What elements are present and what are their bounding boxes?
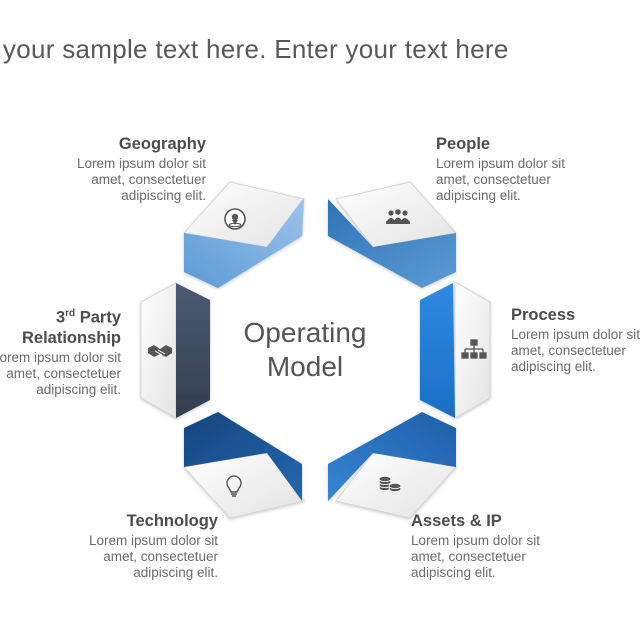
label-assets: Assets & IP Lorem ipsum dolor sit amet, …: [411, 511, 611, 581]
desc-assets: Lorem ipsum dolor sit amet, consectetuer…: [411, 533, 611, 581]
desc-people: Lorem ipsum dolor sit amet, consectetuer…: [436, 156, 626, 204]
desc-process: Lorem ipsum dolor sit amet, consectetuer…: [511, 327, 640, 375]
title-third-party: 3rd Party: [0, 304, 121, 328]
desc-line: Lorem ipsum dolor sit: [511, 327, 640, 342]
desc-line: amet, consectetuer: [411, 549, 526, 564]
globe-pin-icon: [224, 208, 246, 230]
title-assets: Assets & IP: [411, 512, 502, 530]
desc-line: adipiscing elit.: [411, 565, 496, 580]
desc-line: amet, consectetuer: [103, 549, 218, 564]
label-technology: Technology Lorem ipsum dolor sit amet, c…: [40, 511, 218, 581]
center-title: Operating Model: [220, 316, 390, 384]
center-title-line1: Operating: [243, 317, 367, 348]
desc-line: adipiscing elit.: [121, 188, 206, 203]
center-title-line2: Model: [266, 351, 344, 382]
title-third-party-line2: Relationship: [21, 328, 121, 347]
desc-third-party: Lorem ipsum dolor sit amet, consectetuer…: [0, 350, 121, 398]
desc-geography: Lorem ipsum dolor sit amet, consectetuer…: [40, 156, 206, 204]
desc-line: Lorem ipsum dolor sit: [88, 533, 218, 548]
title-geography: Geography: [118, 135, 206, 153]
label-geography: Geography Lorem ipsum dolor sit amet, co…: [40, 134, 206, 204]
segment-process[interactable]: [420, 281, 491, 419]
handshake-icon: [148, 345, 172, 357]
desc-line: adipiscing elit.: [511, 359, 596, 374]
title-people: People: [436, 135, 491, 153]
title-process: Process: [511, 306, 576, 324]
desc-line: amet, consectetuer: [436, 172, 551, 187]
label-people: People Lorem ipsum dolor sit amet, conse…: [436, 134, 626, 204]
desc-line: adipiscing elit.: [436, 188, 521, 203]
desc-technology: Lorem ipsum dolor sit amet, consectetuer…: [40, 533, 218, 581]
coins-icon: [378, 476, 402, 492]
desc-line: Lorem ipsum dolor sit: [76, 156, 206, 171]
title-technology: Technology: [126, 512, 218, 530]
org-chart-icon: [461, 339, 487, 359]
desc-line: Lorem ipsum dolor sit: [411, 533, 541, 548]
lightbulb-icon: [226, 475, 242, 497]
desc-line: adipiscing elit.: [36, 381, 121, 397]
desc-line: adipiscing elit.: [133, 565, 218, 580]
label-process: Process Lorem ipsum dolor sit amet, cons…: [511, 305, 640, 375]
desc-line: amet, consectetuer: [91, 172, 206, 187]
desc-line: amet, consectetuer: [6, 365, 121, 381]
segment-assets[interactable]: [328, 412, 457, 519]
people-group-icon: [386, 209, 410, 224]
title-third-party-rest: Party: [75, 308, 121, 327]
segment-technology[interactable]: [183, 412, 305, 519]
desc-line: Lorem ipsum dolor sit: [0, 349, 121, 365]
desc-line: amet, consectetuer: [511, 343, 626, 358]
title-third-party-ordinal: rd: [65, 308, 76, 319]
headline-text: is your sample text here. Enter your tex…: [0, 34, 509, 64]
segment-people[interactable]: [328, 181, 457, 288]
desc-line: Lorem ipsum dolor sit: [436, 156, 566, 171]
title-third-party-number: 3: [55, 308, 66, 327]
label-third-party: 3rd Party Relationship Lorem ipsum dolor…: [0, 304, 121, 398]
